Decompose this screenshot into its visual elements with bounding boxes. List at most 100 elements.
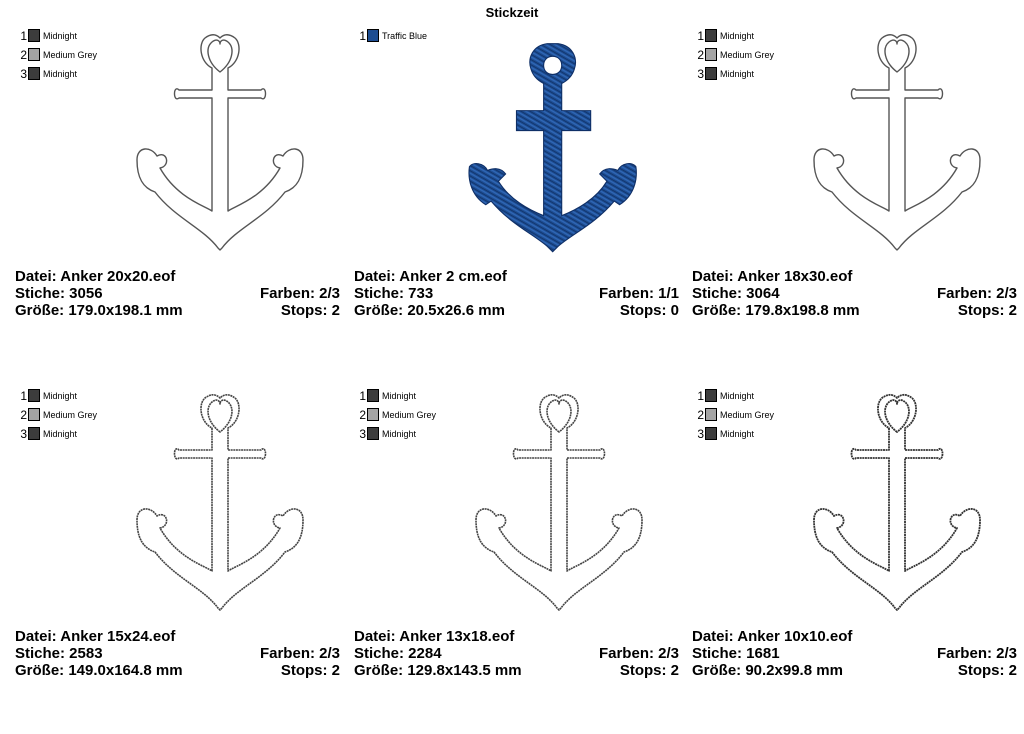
file-name: Datei: Anker 10x10.eof: [692, 628, 853, 645]
legend-number: 2: [697, 407, 704, 422]
legend-item: 2 Medium Grey: [19, 45, 97, 64]
color-swatch: [705, 408, 717, 421]
stitch-count: Stiche: 733: [354, 285, 434, 302]
legend-color-name: Midnight: [43, 390, 78, 401]
design-size: Größe: 149.0x164.8 mm: [15, 662, 183, 679]
color-swatch: [367, 389, 379, 402]
legend-color-name: Medium Grey: [43, 49, 98, 60]
design-card: 1 Midnight 2 Medium Grey 3 Midnight Date…: [692, 0, 1022, 340]
legend-item: 3 Midnight: [19, 424, 97, 443]
color-swatch: [28, 67, 40, 80]
design-info: Datei: Anker 20x20.eof Stiche: 3056 Farb…: [15, 268, 340, 319]
file-name: Datei: Anker 13x18.eof: [354, 628, 515, 645]
anchor-outline-icon: [136, 34, 304, 251]
anchor-outline-icon: [136, 394, 304, 611]
color-count: Farben: 2/3: [598, 645, 679, 662]
legend-color-name: Midnight: [720, 390, 755, 401]
legend-number: 2: [697, 47, 704, 62]
color-swatch: [367, 427, 379, 440]
legend-item: 2 Medium Grey: [696, 405, 774, 424]
design-size: Größe: 129.8x143.5 mm: [354, 662, 522, 679]
legend-item: 1 Midnight: [19, 26, 97, 45]
color-swatch: [28, 48, 40, 61]
design-card: 1 Midnight 2 Medium Grey 3 Midnight Date…: [354, 360, 684, 700]
legend-color-name: Traffic Blue: [382, 30, 428, 41]
file-name: Datei: Anker 18x30.eof: [692, 268, 853, 285]
color-swatch: [367, 408, 379, 421]
legend-color-name: Midnight: [720, 68, 755, 79]
legend-color-name: Midnight: [43, 428, 78, 439]
color-swatch: [28, 389, 40, 402]
legend-item: 3 Midnight: [358, 424, 436, 443]
color-swatch: [28, 427, 40, 440]
stop-count: Stops: 2: [619, 662, 679, 679]
color-swatch: [705, 29, 717, 42]
thread-legend: 1 Midnight 2 Medium Grey 3 Midnight: [696, 26, 774, 83]
anchor-outline-icon: [813, 393, 981, 611]
stop-count: Stops: 2: [957, 662, 1017, 679]
thread-legend: 1 Midnight 2 Medium Grey 3 Midnight: [19, 26, 97, 83]
legend-item: 3 Midnight: [696, 64, 774, 83]
design-card: 1 Midnight 2 Medium Grey 3 Midnight Date…: [692, 360, 1022, 700]
thread-legend: 1 Midnight 2 Medium Grey 3 Midnight: [358, 386, 436, 443]
legend-color-name: Midnight: [382, 428, 417, 439]
legend-number: 1: [697, 28, 704, 43]
stitch-count: Stiche: 3056: [15, 285, 103, 302]
legend-number: 1: [697, 388, 704, 403]
design-info: Datei: Anker 10x10.eof Stiche: 1681 Farb…: [692, 628, 1017, 679]
design-size: Größe: 179.0x198.1 mm: [15, 302, 183, 319]
color-swatch: [367, 29, 379, 42]
legend-number: 2: [359, 407, 366, 422]
stop-count: Stops: 2: [957, 302, 1017, 319]
design-info: Datei: Anker 15x24.eof Stiche: 2583 Farb…: [15, 628, 340, 679]
design-info: Datei: Anker 18x30.eof Stiche: 3064 Farb…: [692, 268, 1017, 319]
stop-count: Stops: 2: [280, 302, 340, 319]
color-swatch: [28, 29, 40, 42]
legend-color-name: Medium Grey: [382, 409, 437, 420]
legend-number: 1: [359, 28, 366, 43]
legend-number: 2: [20, 47, 27, 62]
legend-item: 3 Midnight: [696, 424, 774, 443]
legend-number: 3: [20, 66, 27, 81]
legend-color-name: Midnight: [382, 390, 417, 401]
legend-number: 1: [20, 28, 27, 43]
color-swatch: [705, 48, 717, 61]
legend-number: 3: [20, 426, 27, 441]
thread-legend: 1 Traffic Blue: [358, 26, 427, 45]
stitch-count: Stiche: 2583: [15, 645, 103, 662]
design-card: 1 Midnight 2 Medium Grey 3 Midnight Date…: [15, 0, 345, 340]
color-swatch: [705, 389, 717, 402]
legend-color-name: Midnight: [43, 30, 78, 41]
stitch-count: Stiche: 1681: [692, 645, 780, 662]
color-swatch: [28, 408, 40, 421]
stitch-count: Stiche: 2284: [354, 645, 442, 662]
file-name: Datei: Anker 15x24.eof: [15, 628, 176, 645]
thread-legend: 1 Midnight 2 Medium Grey 3 Midnight: [696, 386, 774, 443]
page-title: Stickzeit: [485, 5, 539, 20]
legend-number: 1: [359, 388, 366, 403]
file-name: Datei: Anker 2 cm.eof: [354, 268, 507, 285]
legend-item: 1 Midnight: [19, 386, 97, 405]
legend-item: 3 Midnight: [19, 64, 97, 83]
color-count: Farben: 1/1: [598, 285, 679, 302]
legend-item: 2 Medium Grey: [358, 405, 436, 424]
legend-item: 1 Traffic Blue: [358, 26, 427, 45]
legend-item: 2 Medium Grey: [696, 45, 774, 64]
legend-color-name: Midnight: [720, 30, 755, 41]
legend-number: 2: [20, 407, 27, 422]
legend-number: 1: [20, 388, 27, 403]
legend-item: 1 Midnight: [696, 26, 774, 45]
color-count: Farben: 2/3: [936, 285, 1017, 302]
legend-item: 1 Midnight: [696, 386, 774, 405]
legend-color-name: Midnight: [720, 428, 755, 439]
legend-color-name: Medium Grey: [43, 409, 98, 420]
legend-item: 1 Midnight: [358, 386, 436, 405]
legend-item: 2 Medium Grey: [19, 405, 97, 424]
thread-legend: 1 Midnight 2 Medium Grey 3 Midnight: [19, 386, 97, 443]
color-count: Farben: 2/3: [259, 645, 340, 662]
legend-number: 3: [697, 66, 704, 81]
legend-number: 3: [697, 426, 704, 441]
stop-count: Stops: 0: [619, 302, 679, 319]
color-swatch: [705, 67, 717, 80]
legend-color-name: Medium Grey: [720, 409, 775, 420]
